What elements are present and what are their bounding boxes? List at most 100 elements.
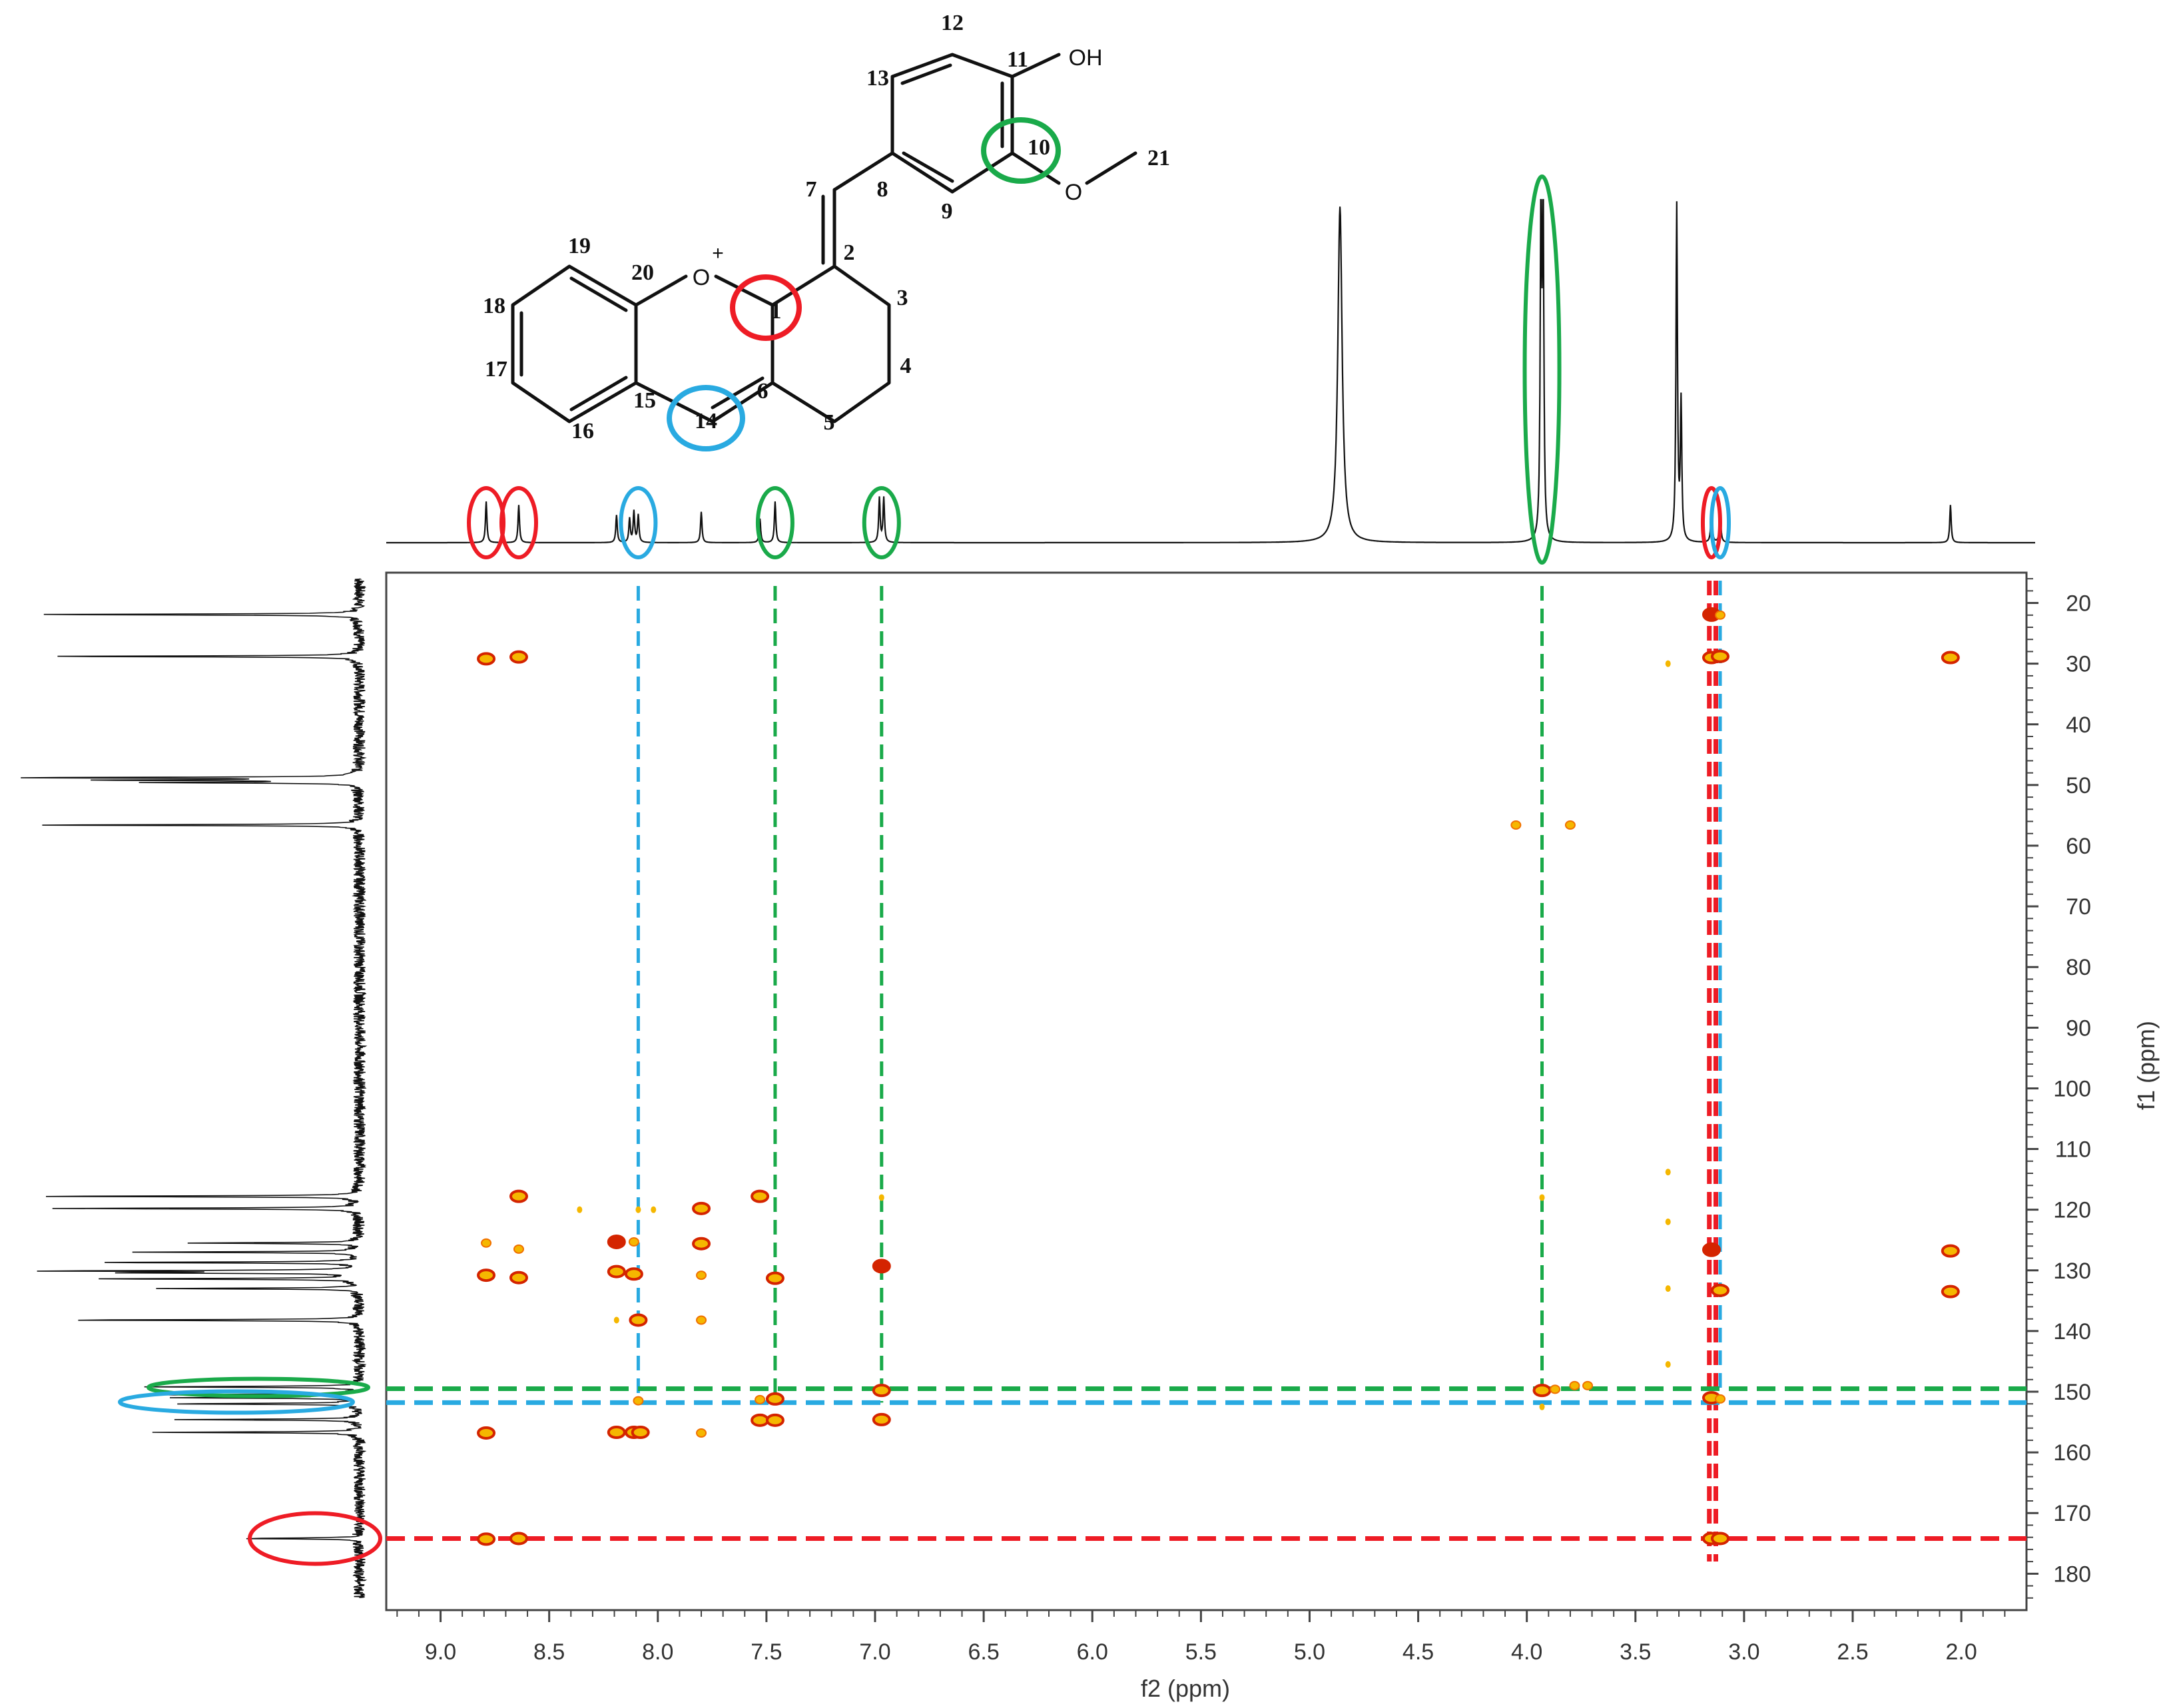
y-tick-label: 100 xyxy=(2053,1076,2091,1101)
atom-number-21: 21 xyxy=(1147,146,1170,170)
atom-number-19: 19 xyxy=(568,234,591,258)
proton-1d-spectrum xyxy=(386,198,2035,544)
atom-number-11: 11 xyxy=(1007,47,1028,72)
cross-peak xyxy=(1569,1380,1580,1390)
cross-peak xyxy=(765,1413,784,1427)
carbon-trace xyxy=(21,578,368,1598)
atom-number-16: 16 xyxy=(571,419,594,443)
x-tick-label: 7.0 xyxy=(859,1639,890,1665)
y-tick-label: 90 xyxy=(2066,1015,2091,1041)
y-axis: 2030405060708090100110120130140150160170… xyxy=(2026,578,2091,1599)
atom-number-15: 15 xyxy=(633,388,656,413)
x-tick-label: 5.0 xyxy=(1294,1639,1325,1665)
carbon-highlight-1 xyxy=(118,1389,355,1415)
proton-highlight-7 xyxy=(1710,486,1731,559)
cross-peak xyxy=(1941,651,1960,665)
proton-highlight-6 xyxy=(1700,486,1722,559)
atom-number-13: 13 xyxy=(866,66,889,91)
cross-peak xyxy=(1550,1384,1561,1394)
x-tick-label: 2.5 xyxy=(1837,1639,1868,1665)
cross-peak xyxy=(477,1426,496,1440)
methoxy-oxygen-label: O xyxy=(1065,180,1082,205)
y-tick-label: 70 xyxy=(2066,894,2091,920)
cross-peak xyxy=(696,1271,707,1281)
cross-peak xyxy=(765,1271,784,1285)
cross-peak xyxy=(633,1396,644,1406)
cross-peak xyxy=(607,1234,626,1249)
cross-peak xyxy=(1665,1361,1671,1368)
cross-peak xyxy=(477,1532,496,1546)
cross-peak xyxy=(1702,1242,1721,1257)
atom-number-20: 20 xyxy=(631,260,654,285)
y-tick-label: 140 xyxy=(2053,1319,2091,1344)
atom-1-highlight xyxy=(730,274,802,341)
atom-10-highlight xyxy=(981,117,1061,184)
atom-number-3: 3 xyxy=(897,286,908,310)
cross-peak xyxy=(635,1206,641,1213)
cross-peak xyxy=(1532,1384,1552,1398)
cross-peak xyxy=(631,1426,650,1440)
cross-peak xyxy=(607,1426,626,1440)
carbon-highlight-2 xyxy=(248,1511,382,1566)
cross-peak xyxy=(1941,1284,1960,1298)
cross-peak xyxy=(1564,820,1576,830)
cross-peak xyxy=(696,1428,707,1438)
cross-peak xyxy=(1539,1403,1545,1410)
cross-peak-contours xyxy=(477,607,1960,1546)
carbon-1d-spectrum xyxy=(21,578,368,1598)
cross-peak xyxy=(629,1313,648,1327)
y-tick-label: 30 xyxy=(2066,652,2091,677)
cross-peak xyxy=(613,1316,619,1324)
x-tick-label: 3.0 xyxy=(1728,1639,1759,1665)
proton-highlight-0 xyxy=(467,486,506,559)
atom-number-17: 17 xyxy=(485,357,507,382)
atom-number-4: 4 xyxy=(900,354,912,378)
y-tick-label: 160 xyxy=(2053,1440,2091,1466)
x-tick-label: 8.0 xyxy=(642,1639,673,1665)
cross-peak xyxy=(1665,1285,1671,1292)
atom-number-6: 6 xyxy=(757,379,769,404)
proton-highlight-5 xyxy=(1522,174,1562,565)
cross-peak xyxy=(509,1189,528,1203)
x-tick-label: 5.5 xyxy=(1185,1639,1217,1665)
proton-highlight-4 xyxy=(862,486,901,559)
y-tick-label: 20 xyxy=(2066,591,2091,617)
x-tick-label: 9.0 xyxy=(425,1639,456,1665)
cross-peak xyxy=(1539,1194,1545,1201)
cross-peak xyxy=(1665,1218,1671,1225)
y-tick-label: 120 xyxy=(2053,1198,2091,1223)
y-tick-label: 130 xyxy=(2053,1259,2091,1284)
cross-peak xyxy=(751,1413,770,1427)
cross-peak xyxy=(755,1394,766,1404)
carbon-peak-highlights xyxy=(118,1376,382,1566)
cross-peak xyxy=(1711,1532,1730,1546)
atom-number-9: 9 xyxy=(942,199,953,224)
atom-number-10: 10 xyxy=(1028,135,1050,160)
cross-peak xyxy=(1711,649,1730,663)
y-tick-label: 170 xyxy=(2053,1501,2091,1526)
atom-number-14: 14 xyxy=(695,409,717,433)
cross-peak xyxy=(1711,1283,1730,1297)
cross-peak xyxy=(481,1238,492,1248)
cross-peak xyxy=(872,1259,891,1274)
cross-peak xyxy=(1665,1169,1671,1176)
x-axis-label: f2 (ppm) xyxy=(1141,1675,1230,1702)
y-axis-label: f1 (ppm) xyxy=(2132,1021,2160,1110)
cross-peak xyxy=(477,1269,496,1282)
proton-highlight-3 xyxy=(755,486,794,559)
atom-number-18: 18 xyxy=(483,294,505,318)
cross-peak xyxy=(607,1265,626,1279)
cross-peak xyxy=(765,1392,784,1406)
atom-number-8: 8 xyxy=(877,177,888,202)
cross-peak xyxy=(878,1194,884,1201)
proton-highlight-1 xyxy=(499,486,538,559)
atom-number-7: 7 xyxy=(806,177,817,202)
x-tick-label: 6.5 xyxy=(968,1639,999,1665)
cross-peak xyxy=(1715,1394,1726,1404)
cross-peak xyxy=(1510,820,1522,830)
cross-peak xyxy=(628,1237,639,1247)
cross-peak xyxy=(692,1237,711,1251)
y-tick-label: 110 xyxy=(2055,1137,2091,1163)
